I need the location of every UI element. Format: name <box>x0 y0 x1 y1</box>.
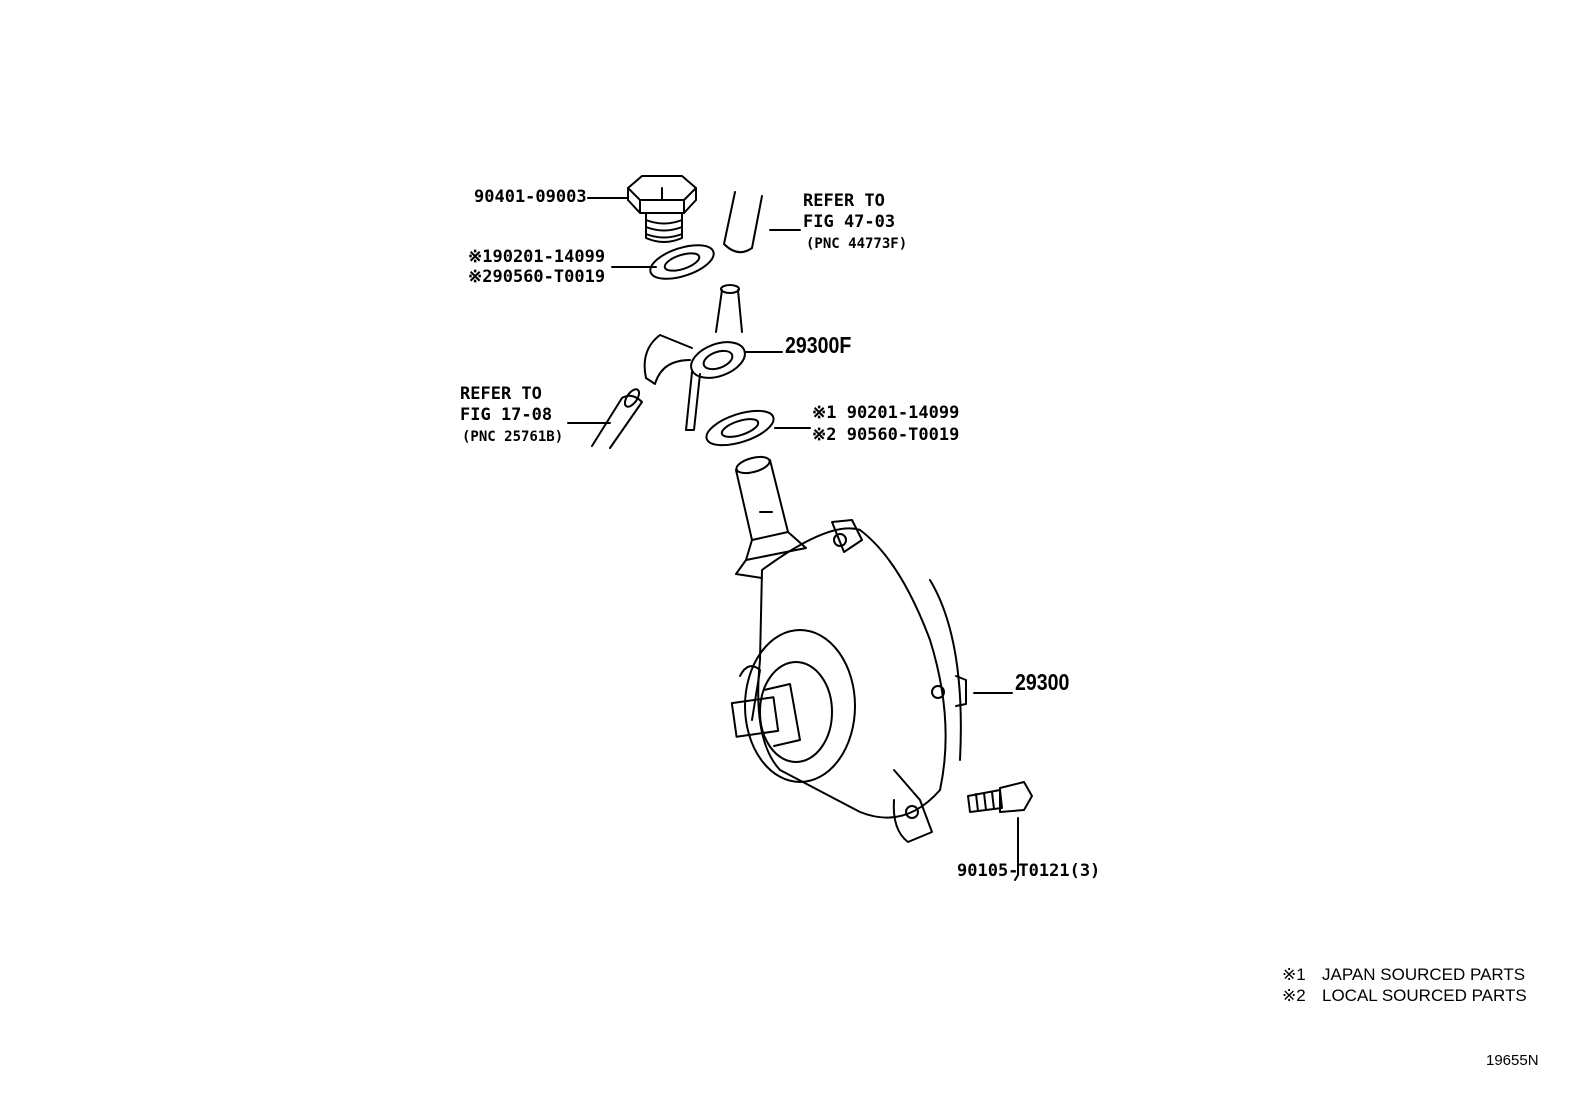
legend-text: JAPAN SOURCED PARTS <box>1322 965 1526 984</box>
part-label-plug: 90401-09003 <box>474 187 587 207</box>
ref-left-line2: FIG 17-08 <box>460 405 553 425</box>
upper-gasket-drawing <box>649 244 715 280</box>
lower-gasket-drawing <box>705 409 775 447</box>
plug-drawing <box>627 175 697 243</box>
upper-hose-drawing <box>723 191 763 254</box>
part-label-gasket-upper-2: ※290560-T0019 <box>468 267 606 287</box>
part-label-gasket-lower-1: ※1 90201-14099 <box>812 403 960 423</box>
ref-left-pnc: (PNC 25761B) <box>462 429 564 445</box>
legend-text: LOCAL SOURCED PARTS <box>1322 986 1527 1005</box>
pump-drawing <box>730 455 967 843</box>
legend-item-local: ※2 LOCAL SOURCED PARTS <box>1282 987 1527 1004</box>
ref-upper-line2: FIG 47-03 <box>803 212 896 232</box>
part-label-bolt: 90105-T0121(3) <box>957 861 1101 881</box>
ref-upper-line1: REFER TO <box>803 191 885 211</box>
part-label-pump: 29300 <box>1015 669 1070 695</box>
ref-upper-pnc: (PNC 44773F) <box>806 236 908 252</box>
leader-lines <box>567 197 1019 881</box>
bolt-drawing <box>967 781 1033 813</box>
left-hose-drawing <box>591 388 643 449</box>
union-drawing <box>643 284 746 431</box>
part-label-union: 29300F <box>785 332 852 358</box>
part-label-gasket-upper-1: ※190201-14099 <box>468 247 606 267</box>
legend-mark: ※1 <box>1282 965 1306 984</box>
legend-mark: ※2 <box>1282 986 1306 1005</box>
figure-number: 19655N <box>1486 1052 1539 1069</box>
legend-item-japan: ※1 JAPAN SOURCED PARTS <box>1282 966 1525 983</box>
part-label-gasket-lower-2: ※2 90560-T0019 <box>812 425 960 445</box>
ref-left-line1: REFER TO <box>460 384 542 404</box>
